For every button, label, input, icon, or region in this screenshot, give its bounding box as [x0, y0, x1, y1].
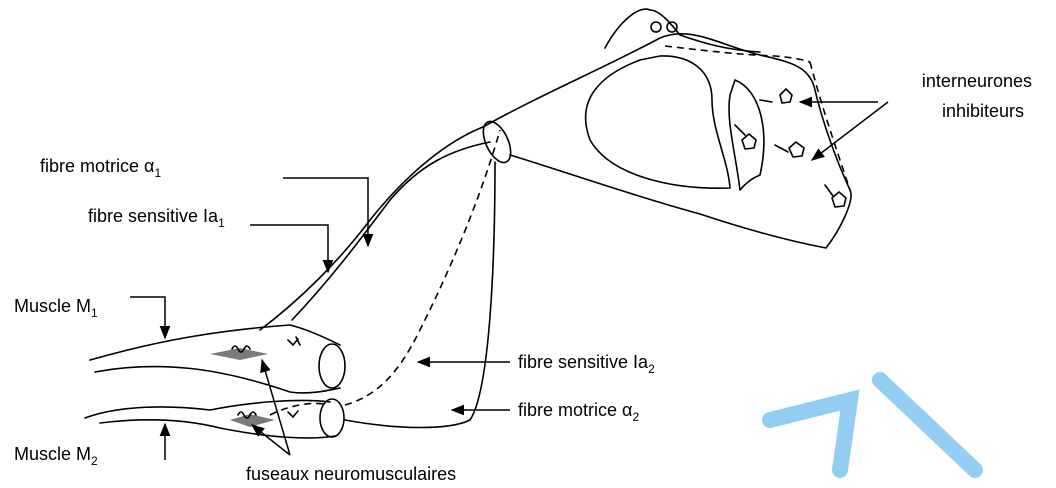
watermark-logo [770, 380, 975, 470]
neuromuscular-spindles [210, 346, 275, 427]
label-fibre-sensitive-1: fibre sensitive Ia1 [88, 206, 225, 230]
spinal-cord [478, 9, 851, 248]
label-fibre-motrice-2: fibre motrice α2 [518, 400, 639, 424]
label-inhibiteurs: inhibiteurs [942, 101, 1024, 121]
interneurone-cells [735, 89, 846, 207]
label-fibre-motrice-1: fibre motrice α1 [40, 156, 161, 180]
label-interneurones: interneurones [922, 71, 1032, 91]
nerve-fibers [260, 127, 500, 428]
label-muscle-1: Muscle M1 [14, 296, 98, 320]
label-fuseaux: fuseaux neuromusculaires [246, 464, 456, 484]
muscle-m1 [90, 325, 345, 393]
label-muscle-2: Muscle M2 [14, 444, 98, 468]
label-pointers [130, 102, 888, 460]
label-fibre-sensitive-2: fibre sensitive Ia2 [518, 352, 655, 376]
